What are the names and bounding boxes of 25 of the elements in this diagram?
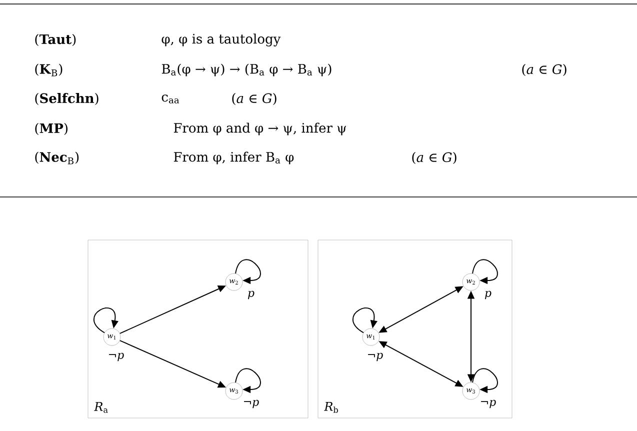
valuation-label: ¬p [368,352,383,362]
condition-text: (a ∈ G) [232,93,276,105]
rule-name: (K$_{B}$) [35,64,62,76]
loop-arrow [235,368,261,394]
rule-name: (Selfchn) [35,93,98,105]
valuation-label: p [484,290,492,300]
condition-text: (a ∈ G) [412,152,456,164]
rule-name: (Nec$_{B}$) [35,152,79,164]
rule-name: (Taut) [35,34,76,46]
rule-name: (MP) [35,123,68,135]
valuation-label: ¬p [244,400,259,408]
condition-text: (a ∈ G) [522,64,566,76]
valuation-label: ¬p [109,352,124,362]
loop-arrow [472,368,498,394]
valuation-label: ¬p [481,400,496,408]
formula-text: φ, φ is a tautology [162,34,281,46]
loop-arrow [352,307,378,334]
formula-text: From φ, infer B$_{a}$ φ [174,152,294,164]
loop-arrow [235,259,261,284]
formula-text: c$_{aa}$ [162,94,180,104]
valuation-label: p [248,290,254,300]
formula-text: B$_{a}$(φ → ψ) → (B$_{a}$ φ → B$_{a}$ ψ) [162,64,332,76]
loop-arrow [472,259,498,284]
loop-arrow [93,307,118,334]
formula-text: From φ and φ → ψ, infer ψ [174,122,346,136]
